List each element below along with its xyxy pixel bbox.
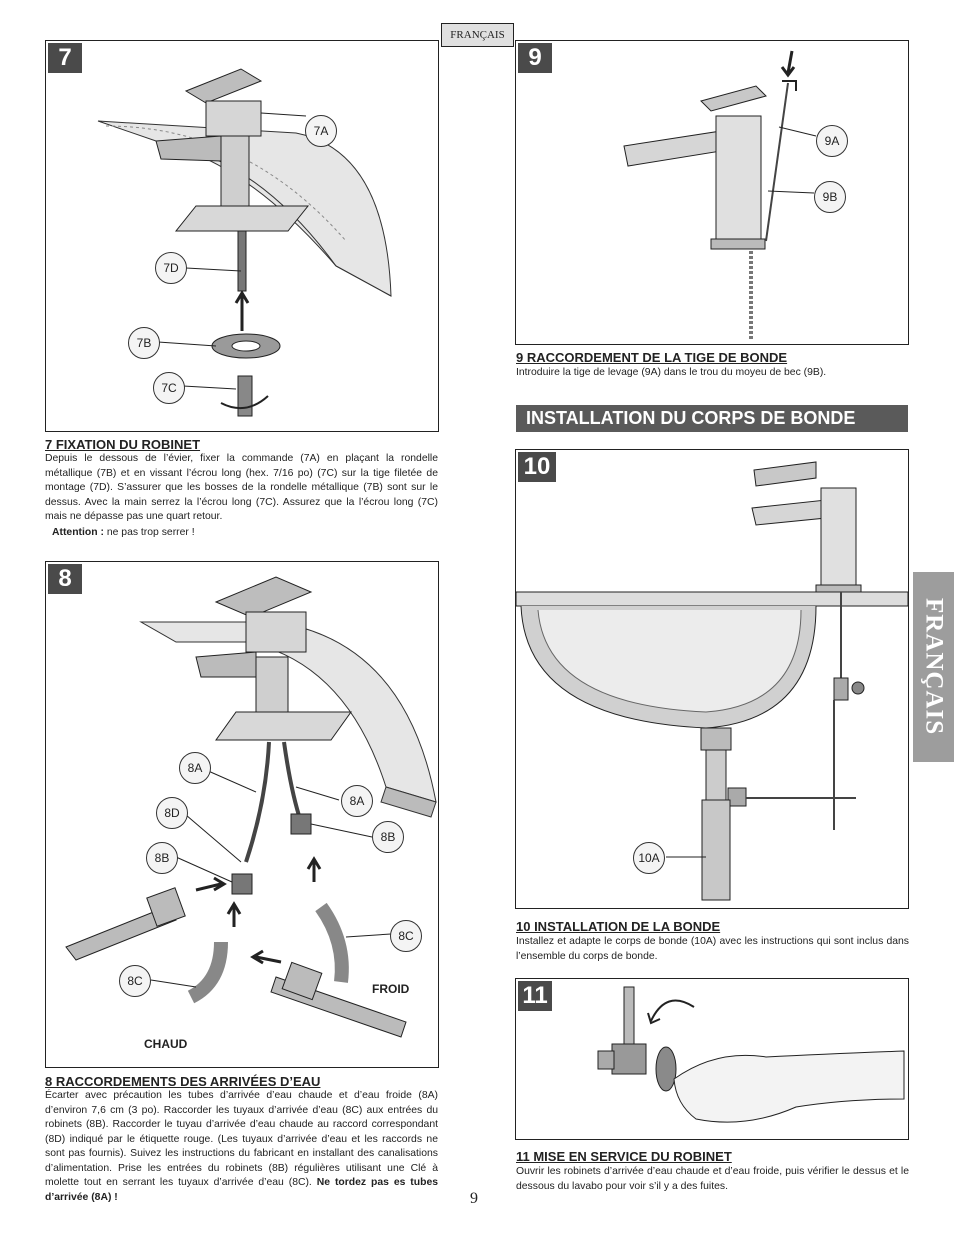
step9-text: Introduire la tige de levage (9A) dans l…	[516, 367, 827, 378]
step8-text: Écarter avec précaution les tubes d’arri…	[45, 1089, 438, 1205]
section-title: INSTALLATION DU CORPS DE BONDE	[516, 405, 908, 432]
step7-note-text: ne pas trop serrer !	[103, 527, 195, 538]
callout-7a: 7A	[305, 115, 337, 147]
callout-8a-left: 8A	[179, 752, 211, 784]
step9-illustration-panel: 9 9A 9B	[515, 40, 909, 345]
step9-rod-drawing	[623, 50, 817, 341]
callout-7c: 7C	[153, 372, 185, 404]
step8-text-body: Écarter avec précaution les tubes d’arri…	[45, 1090, 438, 1188]
callout-10a: 10A	[633, 842, 665, 874]
step11-text: Ouvrir les robinets d’arrivée d’eau chau…	[516, 1166, 909, 1192]
step10-text: Installez et adapte le corps de bonde (1…	[516, 936, 909, 962]
callout-9b: 9B	[814, 181, 846, 213]
callout-8c-left: 8C	[119, 965, 151, 997]
step10-heading: 10 INSTALLATION DE LA BONDE	[516, 919, 721, 934]
step7-note: Attention : ne pas trop serrer !	[52, 526, 432, 541]
step8-number: 8	[48, 564, 82, 594]
callout-9a: 9A	[816, 125, 848, 157]
callout-8d: 8D	[156, 797, 188, 829]
step7-illustration-panel: 7 7A 7D 7B 7C	[45, 40, 439, 432]
step7-text: Depuis le dessous de l’évier, fixer la c…	[45, 453, 438, 522]
step7-faucet-drawing	[97, 68, 392, 417]
callout-8b-right: 8B	[372, 821, 404, 853]
step8-supply-drawing	[65, 576, 437, 1038]
callout-7b: 7B	[128, 327, 160, 359]
step7-heading: 7 FIXATION DU ROBINET	[45, 437, 201, 452]
language-tag: FRANÇAIS	[441, 23, 514, 47]
step11-number: 11	[518, 981, 552, 1011]
label-cold: FROID	[372, 982, 410, 996]
label-hot: CHAUD	[144, 1037, 188, 1051]
callout-8b-left: 8B	[146, 842, 178, 874]
side-tab-label: FRANÇAIS	[920, 598, 948, 736]
step8-warning: Ne tordez pas es tubes d’arrivée (8A) !	[45, 1177, 439, 1203]
step11-valve-drawing	[597, 986, 905, 1123]
step10-drain-drawing	[516, 461, 908, 901]
step7-note-label: Attention :	[52, 527, 104, 538]
step10-illustration-panel: 10 10A	[515, 449, 909, 909]
step10-number: 10	[518, 452, 556, 482]
callout-8c-right: 8C	[390, 920, 422, 952]
step9-heading: 9 RACCORDEMENT DE LA TIGE DE BONDE	[516, 350, 788, 365]
step7-number: 7	[48, 43, 82, 73]
callout-8a-right: 8A	[341, 785, 373, 817]
page-number: 9	[470, 1190, 478, 1207]
callout-7d: 7D	[155, 252, 187, 284]
step9-number: 9	[518, 43, 552, 73]
language-side-tab: FRANÇAIS	[913, 572, 954, 762]
step11-heading: 11 MISE EN SERVICE DU ROBINET	[516, 1149, 732, 1164]
step11-illustration-panel: 11	[515, 978, 909, 1140]
step8-illustration-panel: 8 8A 8A	[45, 561, 439, 1068]
step8-heading: 8 RACCORDEMENTS DES ARRIVÉES D’EAU	[45, 1074, 321, 1089]
